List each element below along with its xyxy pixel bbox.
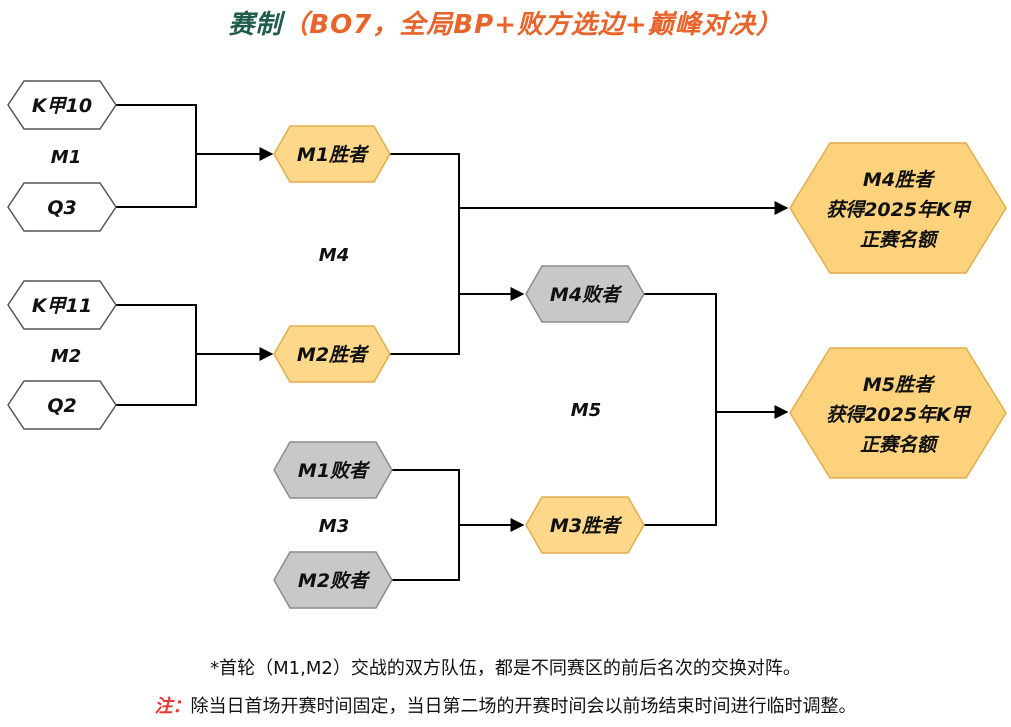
node-m1-winner: M1胜者: [273, 125, 391, 183]
final-m4-line3: 正赛名额: [860, 229, 940, 251]
connector-lines: [116, 104, 787, 581]
match-label-m5: M5: [571, 400, 601, 421]
footnote-first-round: *首轮（M1,M2）交战的双方队伍，都是不同赛区的前后名次的交换对阵。: [210, 658, 801, 679]
team-q2-label: Q2: [47, 395, 76, 417]
node-m4-loser-label: M4败者: [550, 284, 623, 306]
node-m1-loser: M1败者: [273, 441, 393, 499]
node-m3-winner: M3胜者: [525, 496, 645, 554]
node-m1-winner-label: M1胜者: [297, 144, 370, 166]
team-k11-label: K甲11: [32, 295, 92, 317]
footnote-schedule: 注：除当日首场开赛时间固定，当日第二场的开赛时间会以前场结束时间进行临时调整。: [0, 692, 1011, 718]
node-m3-winner-label: M3胜者: [550, 515, 623, 537]
match-label-m2: M2: [51, 346, 81, 367]
connector-m3: [392, 469, 523, 581]
team-k10-label: K甲10: [32, 95, 92, 117]
node-m2-loser: M2败者: [273, 551, 393, 609]
title-main: 赛制: [228, 10, 283, 40]
connector-m2: [116, 304, 272, 406]
final-m4-winner: M4胜者 获得2025年K甲 正赛名额: [789, 142, 1007, 274]
connector-m5: [644, 293, 787, 526]
node-m2-winner: M2胜者: [273, 325, 391, 383]
team-q2: Q2: [7, 380, 117, 430]
final-m5-line3: 正赛名额: [860, 434, 940, 456]
bracket-diagram: K甲10 Q3 K甲11 Q2 M1胜者 M2胜者 M1败者 M2败者 M4败者…: [7, 80, 1007, 609]
node-m4-loser: M4败者: [525, 265, 645, 323]
final-m5-line1: M5胜者: [863, 374, 936, 396]
title-format: （BO7，全局BP+败方选边+巅峰对决）: [282, 10, 783, 40]
note-label: 注：: [154, 696, 191, 717]
node-m1-loser-label: M1败者: [298, 460, 371, 482]
node-m2-winner-label: M2胜者: [297, 344, 370, 366]
team-q3: Q3: [7, 182, 117, 232]
team-k11: K甲11: [7, 280, 117, 330]
note-text: 除当日首场开赛时间固定，当日第二场的开赛时间会以前场结束时间进行临时调整。: [190, 696, 857, 717]
final-m5-winner: M5胜者 获得2025年K甲 正赛名额: [789, 347, 1007, 479]
final-m4-line1: M4胜者: [863, 169, 936, 191]
team-q3-label: Q3: [47, 197, 76, 219]
team-k10: K甲10: [7, 80, 117, 130]
final-m4-line2: 获得2025年K甲: [826, 199, 972, 221]
page-title: 赛制（BO7，全局BP+败方选边+巅峰对决）: [0, 4, 1011, 41]
connector-m1: [116, 104, 272, 208]
connector-m4-winner: [390, 153, 787, 355]
match-label-m3: M3: [319, 516, 349, 537]
match-label-m4: M4: [319, 245, 349, 266]
match-label-m1: M1: [51, 147, 81, 168]
final-m5-line2: 获得2025年K甲: [826, 404, 972, 426]
node-m2-loser-label: M2败者: [298, 570, 371, 592]
